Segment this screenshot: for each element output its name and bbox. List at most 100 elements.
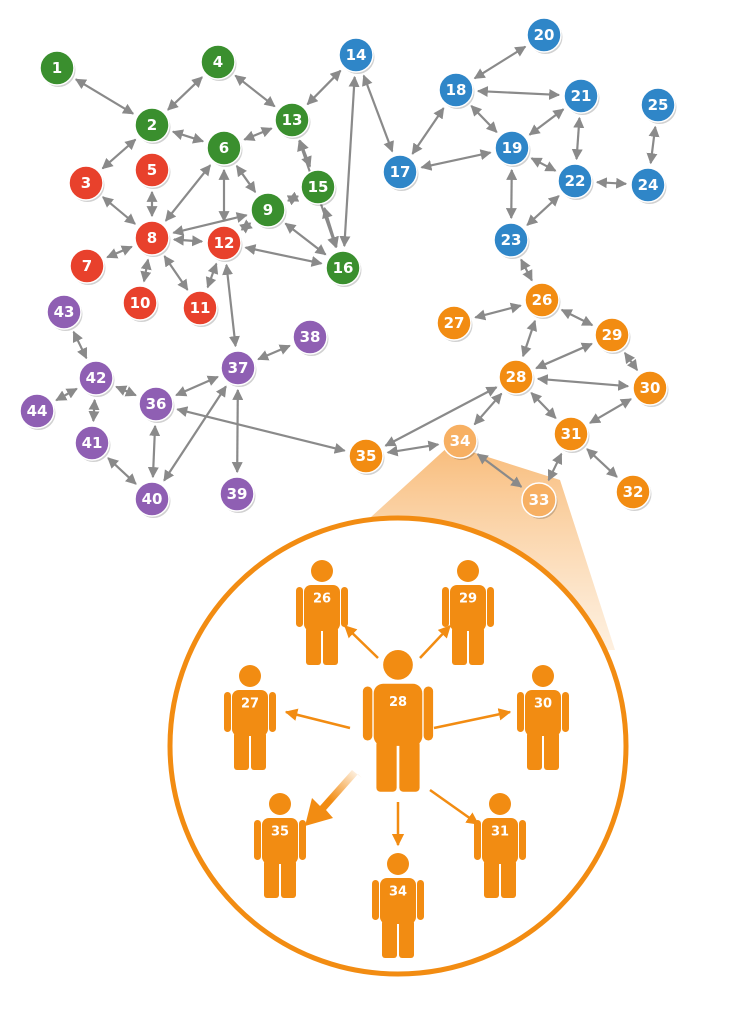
node-44: 44 xyxy=(19,393,56,430)
node-circle xyxy=(498,359,534,395)
edge-2-3 xyxy=(101,138,137,170)
node-circle xyxy=(138,386,174,422)
edge-6-9 xyxy=(235,165,257,193)
person-body xyxy=(262,818,298,864)
zoom-arrow-29 xyxy=(419,625,451,659)
person-head xyxy=(311,560,333,582)
person-29: 29 xyxy=(442,560,494,665)
person-body xyxy=(482,818,518,864)
edge-26-29 xyxy=(560,308,594,327)
node-circle xyxy=(382,154,418,190)
edge-6-8 xyxy=(164,164,212,222)
node-label: 38 xyxy=(300,328,321,346)
edge-2-6 xyxy=(171,129,205,144)
edge-1-2 xyxy=(74,78,135,115)
person-leg-right xyxy=(251,732,266,770)
node-circle xyxy=(442,423,478,459)
node-circle xyxy=(640,87,676,123)
node-label: 1 xyxy=(52,59,62,77)
person-label: 35 xyxy=(271,825,289,840)
edge-22-23 xyxy=(526,195,560,226)
node-29: 29 xyxy=(594,317,631,354)
person-leg-left xyxy=(382,920,397,958)
node-circle xyxy=(220,350,256,386)
node-label: 21 xyxy=(571,87,592,105)
edge-14-17 xyxy=(362,74,394,153)
edge-26-27 xyxy=(474,302,522,321)
node-37: 37 xyxy=(220,350,257,387)
node-label: 4 xyxy=(213,53,223,71)
node-label: 29 xyxy=(602,326,623,344)
person-28: 28 xyxy=(362,650,434,792)
person-head xyxy=(532,665,554,687)
node-circle xyxy=(134,220,170,256)
node-39: 39 xyxy=(219,476,256,513)
node-8: 8 xyxy=(134,220,171,257)
person-head xyxy=(387,853,409,875)
edge-24-25 xyxy=(646,125,660,165)
node-label: 16 xyxy=(333,259,354,277)
person-label: 34 xyxy=(389,885,407,900)
person-arm-left xyxy=(517,692,524,732)
node-26: 26 xyxy=(524,282,561,319)
person-leg-left xyxy=(264,860,279,898)
edges-layer xyxy=(55,45,660,488)
zoom-arrow-35 xyxy=(305,770,362,826)
edge-26-28 xyxy=(520,319,538,358)
person-arm-left xyxy=(442,587,449,627)
edge-4-13 xyxy=(234,74,276,108)
node-21: 21 xyxy=(563,78,600,115)
edge-8-10 xyxy=(140,258,152,283)
person-body xyxy=(304,585,340,631)
node-label: 30 xyxy=(640,379,661,397)
edge-28-30 xyxy=(536,374,630,391)
node-33: 33 xyxy=(521,482,558,519)
person-leg-right xyxy=(281,860,296,898)
node-31: 31 xyxy=(553,416,590,453)
node-label: 26 xyxy=(532,291,553,309)
node-3: 3 xyxy=(68,165,105,202)
node-20: 20 xyxy=(526,17,563,54)
person-label: 26 xyxy=(313,592,331,607)
node-15: 15 xyxy=(300,169,337,206)
node-30: 30 xyxy=(632,370,669,407)
person-body xyxy=(373,683,423,746)
person-body xyxy=(525,690,561,736)
node-circle xyxy=(19,393,55,429)
person-arm-left xyxy=(474,820,481,860)
node-label: 10 xyxy=(130,294,151,312)
edge-9-16 xyxy=(284,222,327,256)
person-27: 27 xyxy=(224,665,276,770)
edge-17-19 xyxy=(420,149,492,171)
node-40: 40 xyxy=(134,481,171,518)
node-41: 41 xyxy=(74,425,111,462)
node-label: 34 xyxy=(450,432,471,450)
node-label: 33 xyxy=(529,491,550,509)
zoom-arrow-26 xyxy=(344,625,379,659)
edge-29-30 xyxy=(623,351,639,372)
edge-12-37 xyxy=(222,263,240,348)
edge-6-13 xyxy=(243,127,273,141)
edge-42-43 xyxy=(72,330,88,360)
person-label: 29 xyxy=(459,592,477,607)
node-12: 12 xyxy=(206,225,243,262)
edge-31-32 xyxy=(586,448,618,478)
node-label: 6 xyxy=(219,139,229,157)
edge-18-20 xyxy=(473,45,527,80)
node-circle xyxy=(563,78,599,114)
node-circle xyxy=(274,102,310,138)
node-34: 34 xyxy=(442,423,479,460)
edge-17-18 xyxy=(411,107,445,155)
node-circle xyxy=(526,17,562,53)
node-label: 14 xyxy=(346,46,367,64)
node-19: 19 xyxy=(494,130,531,167)
node-circle xyxy=(206,130,242,166)
person-label: 28 xyxy=(389,695,407,710)
person-label: 27 xyxy=(241,697,259,712)
node-circle xyxy=(615,474,651,510)
person-leg-right xyxy=(544,732,559,770)
zoom-arrow-27 xyxy=(284,708,351,730)
person-leg-right xyxy=(399,740,420,792)
edge-30-31 xyxy=(589,398,632,424)
